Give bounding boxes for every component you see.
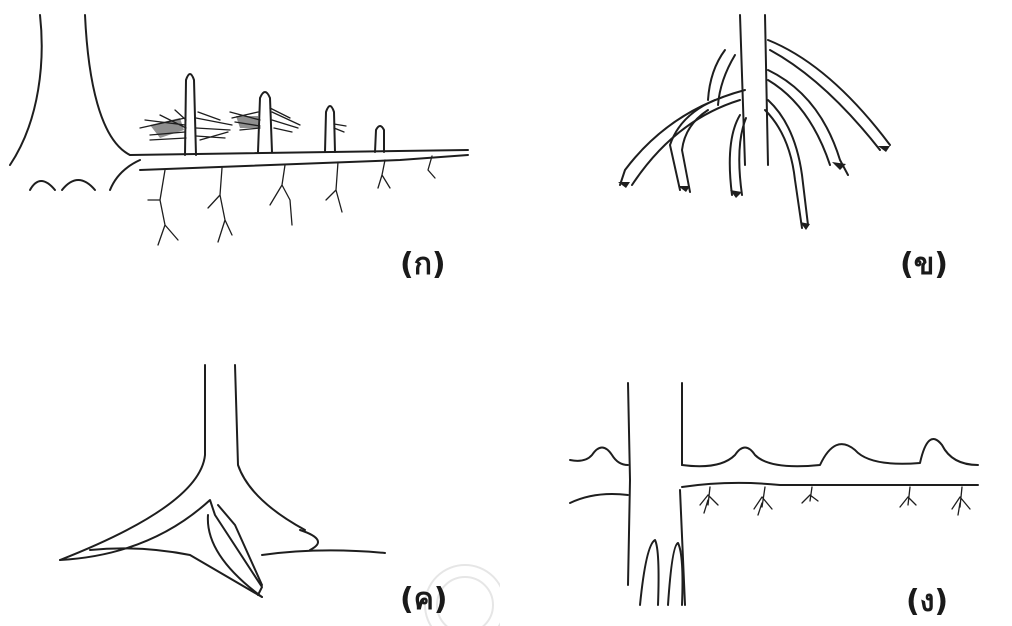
panel-c-drawing bbox=[0, 315, 500, 626]
root-tufts bbox=[700, 487, 970, 515]
panel-b: (ข) bbox=[590, 0, 1012, 290]
underground-roots bbox=[148, 156, 435, 245]
panel-c: (ค) bbox=[0, 315, 500, 626]
panel-a: (ก) bbox=[0, 0, 500, 290]
panel-a-label: (ก) bbox=[400, 250, 446, 280]
panel-d-drawing bbox=[560, 315, 1012, 626]
panel-b-drawing bbox=[590, 0, 1012, 290]
panel-b-label: (ข) bbox=[900, 250, 948, 280]
panel-d: (ง) bbox=[560, 315, 1012, 626]
panel-c-label: (ค) bbox=[400, 585, 448, 615]
seedling-foliage bbox=[140, 108, 346, 140]
panel-d-label: (ง) bbox=[906, 587, 948, 617]
